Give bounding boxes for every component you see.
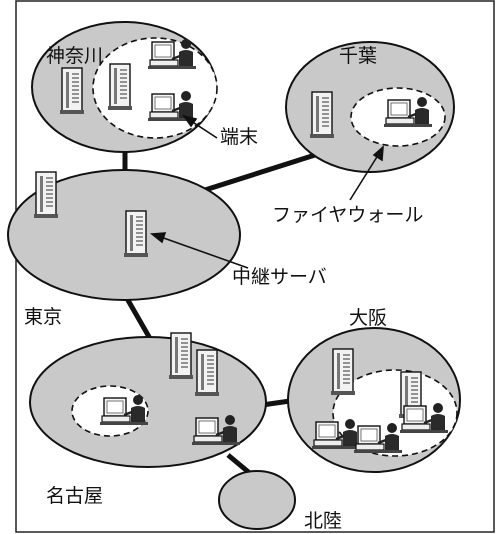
server-icon (59, 67, 85, 115)
label-tokyo: 東京 (24, 306, 62, 328)
server-icon (309, 91, 335, 139)
terminal-icon (146, 37, 198, 71)
arrow-firewall (349, 151, 381, 201)
server-icon (107, 63, 133, 111)
server-icon (194, 349, 220, 397)
region-nagoya (29, 336, 267, 468)
terminal-icon (98, 393, 150, 427)
label-terminal: 端末 (220, 126, 258, 148)
arrow-relay-server-head (149, 232, 167, 244)
server-icon (33, 171, 59, 219)
label-hokuriku: 北陸 (304, 510, 342, 532)
label-firewall: ファイヤウォール (272, 204, 423, 226)
server-icon (330, 348, 356, 396)
server-icon (168, 332, 194, 380)
link-tokyo-chiba (204, 152, 316, 193)
link-tokyo-nagoya (122, 293, 155, 344)
region-hokuriku (218, 470, 296, 530)
terminal-icon (190, 413, 242, 447)
terminal-icon (310, 417, 362, 451)
annotation-arrows (149, 114, 384, 269)
region-tokyo (7, 169, 241, 301)
annotation-labels: 端末 ファイヤウォール 中継サーバ (220, 126, 423, 288)
region-labels: 神奈川 千葉 東京 大阪 名古屋 北陸 (24, 45, 387, 532)
terminal-icon (398, 401, 450, 435)
arrow-firewall-head (372, 145, 384, 162)
label-osaka: 大阪 (349, 307, 387, 329)
terminal-icon (382, 95, 434, 129)
label-kanagawa: 神奈川 (46, 45, 103, 67)
arrow-terminal-head (182, 114, 198, 128)
label-relay-server: 中継サーバ (232, 266, 327, 288)
arrow-relay-server (157, 235, 249, 269)
label-nagoya: 名古屋 (46, 485, 103, 507)
label-chiba: 千葉 (339, 45, 377, 67)
server-icon (123, 210, 149, 258)
terminal-icon (352, 421, 404, 455)
